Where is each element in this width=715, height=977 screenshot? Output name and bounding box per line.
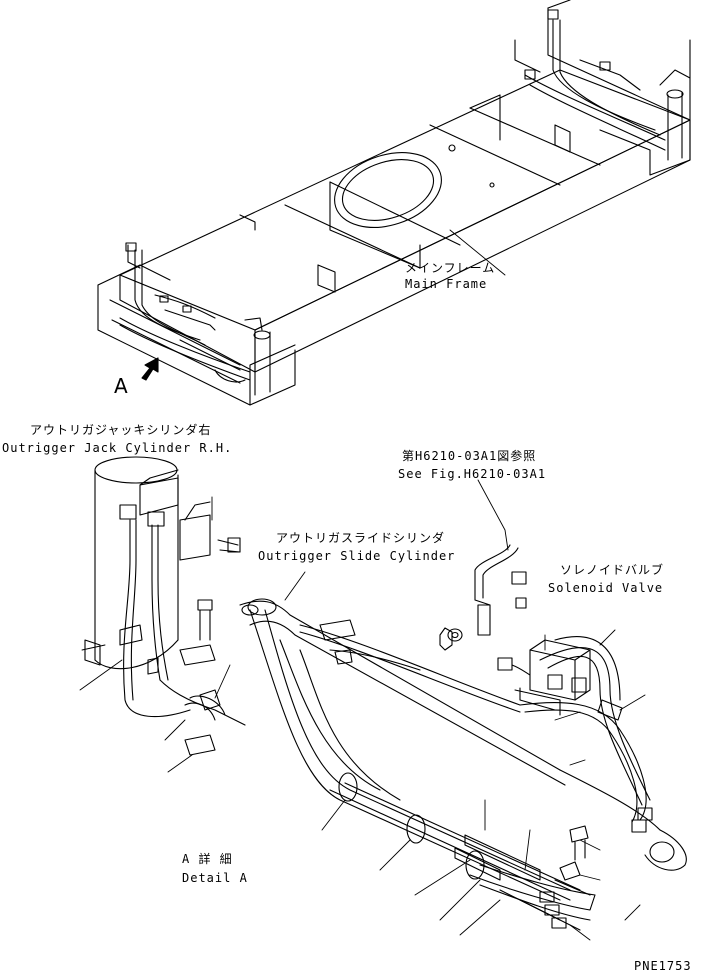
leader-lines (79, 229, 646, 941)
main-frame-drawing (97, 0, 691, 406)
view-a-arrow (141, 357, 159, 381)
drawing-number: PNE1753 (634, 959, 692, 973)
jack-cylinder-rh-label-jp: アウトリガジャッキシリンダ右 (30, 423, 212, 437)
main-frame-label-jp: メインフレーム (405, 261, 496, 275)
view-a-label: A (114, 374, 128, 398)
detail-a-drawing (84, 456, 687, 931)
slide-cylinder-label-jp: アウトリガスライドシリンダ (276, 531, 446, 545)
solenoid-valve-label-jp: ソレノイドバルブ (560, 563, 665, 577)
reference-figure-label-jp: 第H6210-03A1図参照 (402, 449, 537, 463)
detail-a-label-jp: A 詳 細 (182, 852, 233, 866)
slide-cylinder-label-en: Outrigger Slide Cylinder (258, 549, 456, 563)
detail-a-label-en: Detail A (182, 871, 248, 885)
jack-cylinder-rh-label-en: Outrigger Jack Cylinder R.H. (2, 441, 233, 455)
solenoid-valve-label-en: Solenoid Valve (548, 581, 664, 595)
reference-figure-label-en: See Fig.H6210-03A1 (398, 467, 547, 481)
main-frame-label-en: Main Frame (405, 277, 488, 291)
